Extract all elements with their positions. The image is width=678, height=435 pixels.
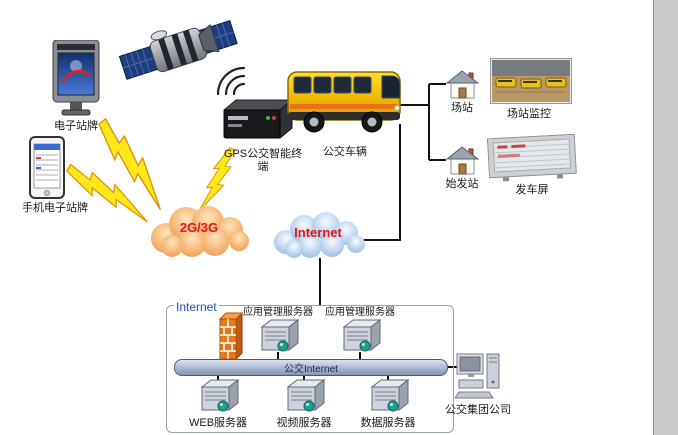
cloud-internet-label: Internet bbox=[294, 224, 342, 240]
station-monitor-photo bbox=[490, 58, 572, 104]
station-house-icon bbox=[445, 68, 479, 100]
web-server-icon bbox=[196, 378, 240, 416]
app-server-1-icon bbox=[256, 318, 300, 356]
app-server-2-icon bbox=[338, 318, 382, 356]
phone-stop-sign-icon bbox=[29, 136, 65, 199]
box-internet-label: Internet bbox=[174, 300, 219, 314]
satellite-icon bbox=[118, 19, 238, 80]
web-server-label: WEB服务器 bbox=[188, 417, 248, 429]
window-gutter bbox=[653, 0, 678, 435]
station-label: 场站 bbox=[451, 102, 473, 114]
app-server-2-label: 应用管理服务器 bbox=[325, 307, 395, 318]
bus-label: 公交车辆 bbox=[323, 146, 367, 158]
video-server-label: 视频服务器 bbox=[276, 417, 332, 429]
firewall-icon bbox=[218, 312, 243, 360]
backbone-bar: 公交Internet bbox=[174, 359, 448, 376]
backbone-label: 公交Internet bbox=[284, 364, 338, 375]
gps-terminal-label: GPS公交智能终端 bbox=[223, 148, 303, 173]
app-server-1-label: 应用管理服务器 bbox=[243, 307, 313, 318]
data-server-label: 数据服务器 bbox=[360, 417, 416, 429]
data-server-icon bbox=[366, 378, 410, 416]
origin-house-icon bbox=[445, 144, 479, 176]
phone-stop-sign-label: 手机电子站牌 bbox=[22, 202, 88, 214]
electronic-stop-sign-label: 电子站牌 bbox=[54, 120, 98, 132]
cloud-2g3g-label: 2G/3G bbox=[179, 219, 219, 235]
bus-icon bbox=[287, 71, 401, 133]
station-monitor-label: 场站监控 bbox=[507, 108, 551, 120]
electronic-stop-sign-icon bbox=[52, 40, 100, 116]
group-company-label: 公交集团公司 bbox=[445, 404, 511, 416]
departure-screen-photo bbox=[486, 133, 577, 182]
gps-terminal-icon bbox=[222, 98, 294, 140]
video-server-icon bbox=[282, 378, 326, 416]
workstation-icon bbox=[455, 353, 500, 399]
wifi-signal-icon bbox=[216, 66, 246, 96]
origin-label: 始发站 bbox=[445, 178, 479, 190]
departure-screen-label: 发车屏 bbox=[515, 184, 549, 196]
